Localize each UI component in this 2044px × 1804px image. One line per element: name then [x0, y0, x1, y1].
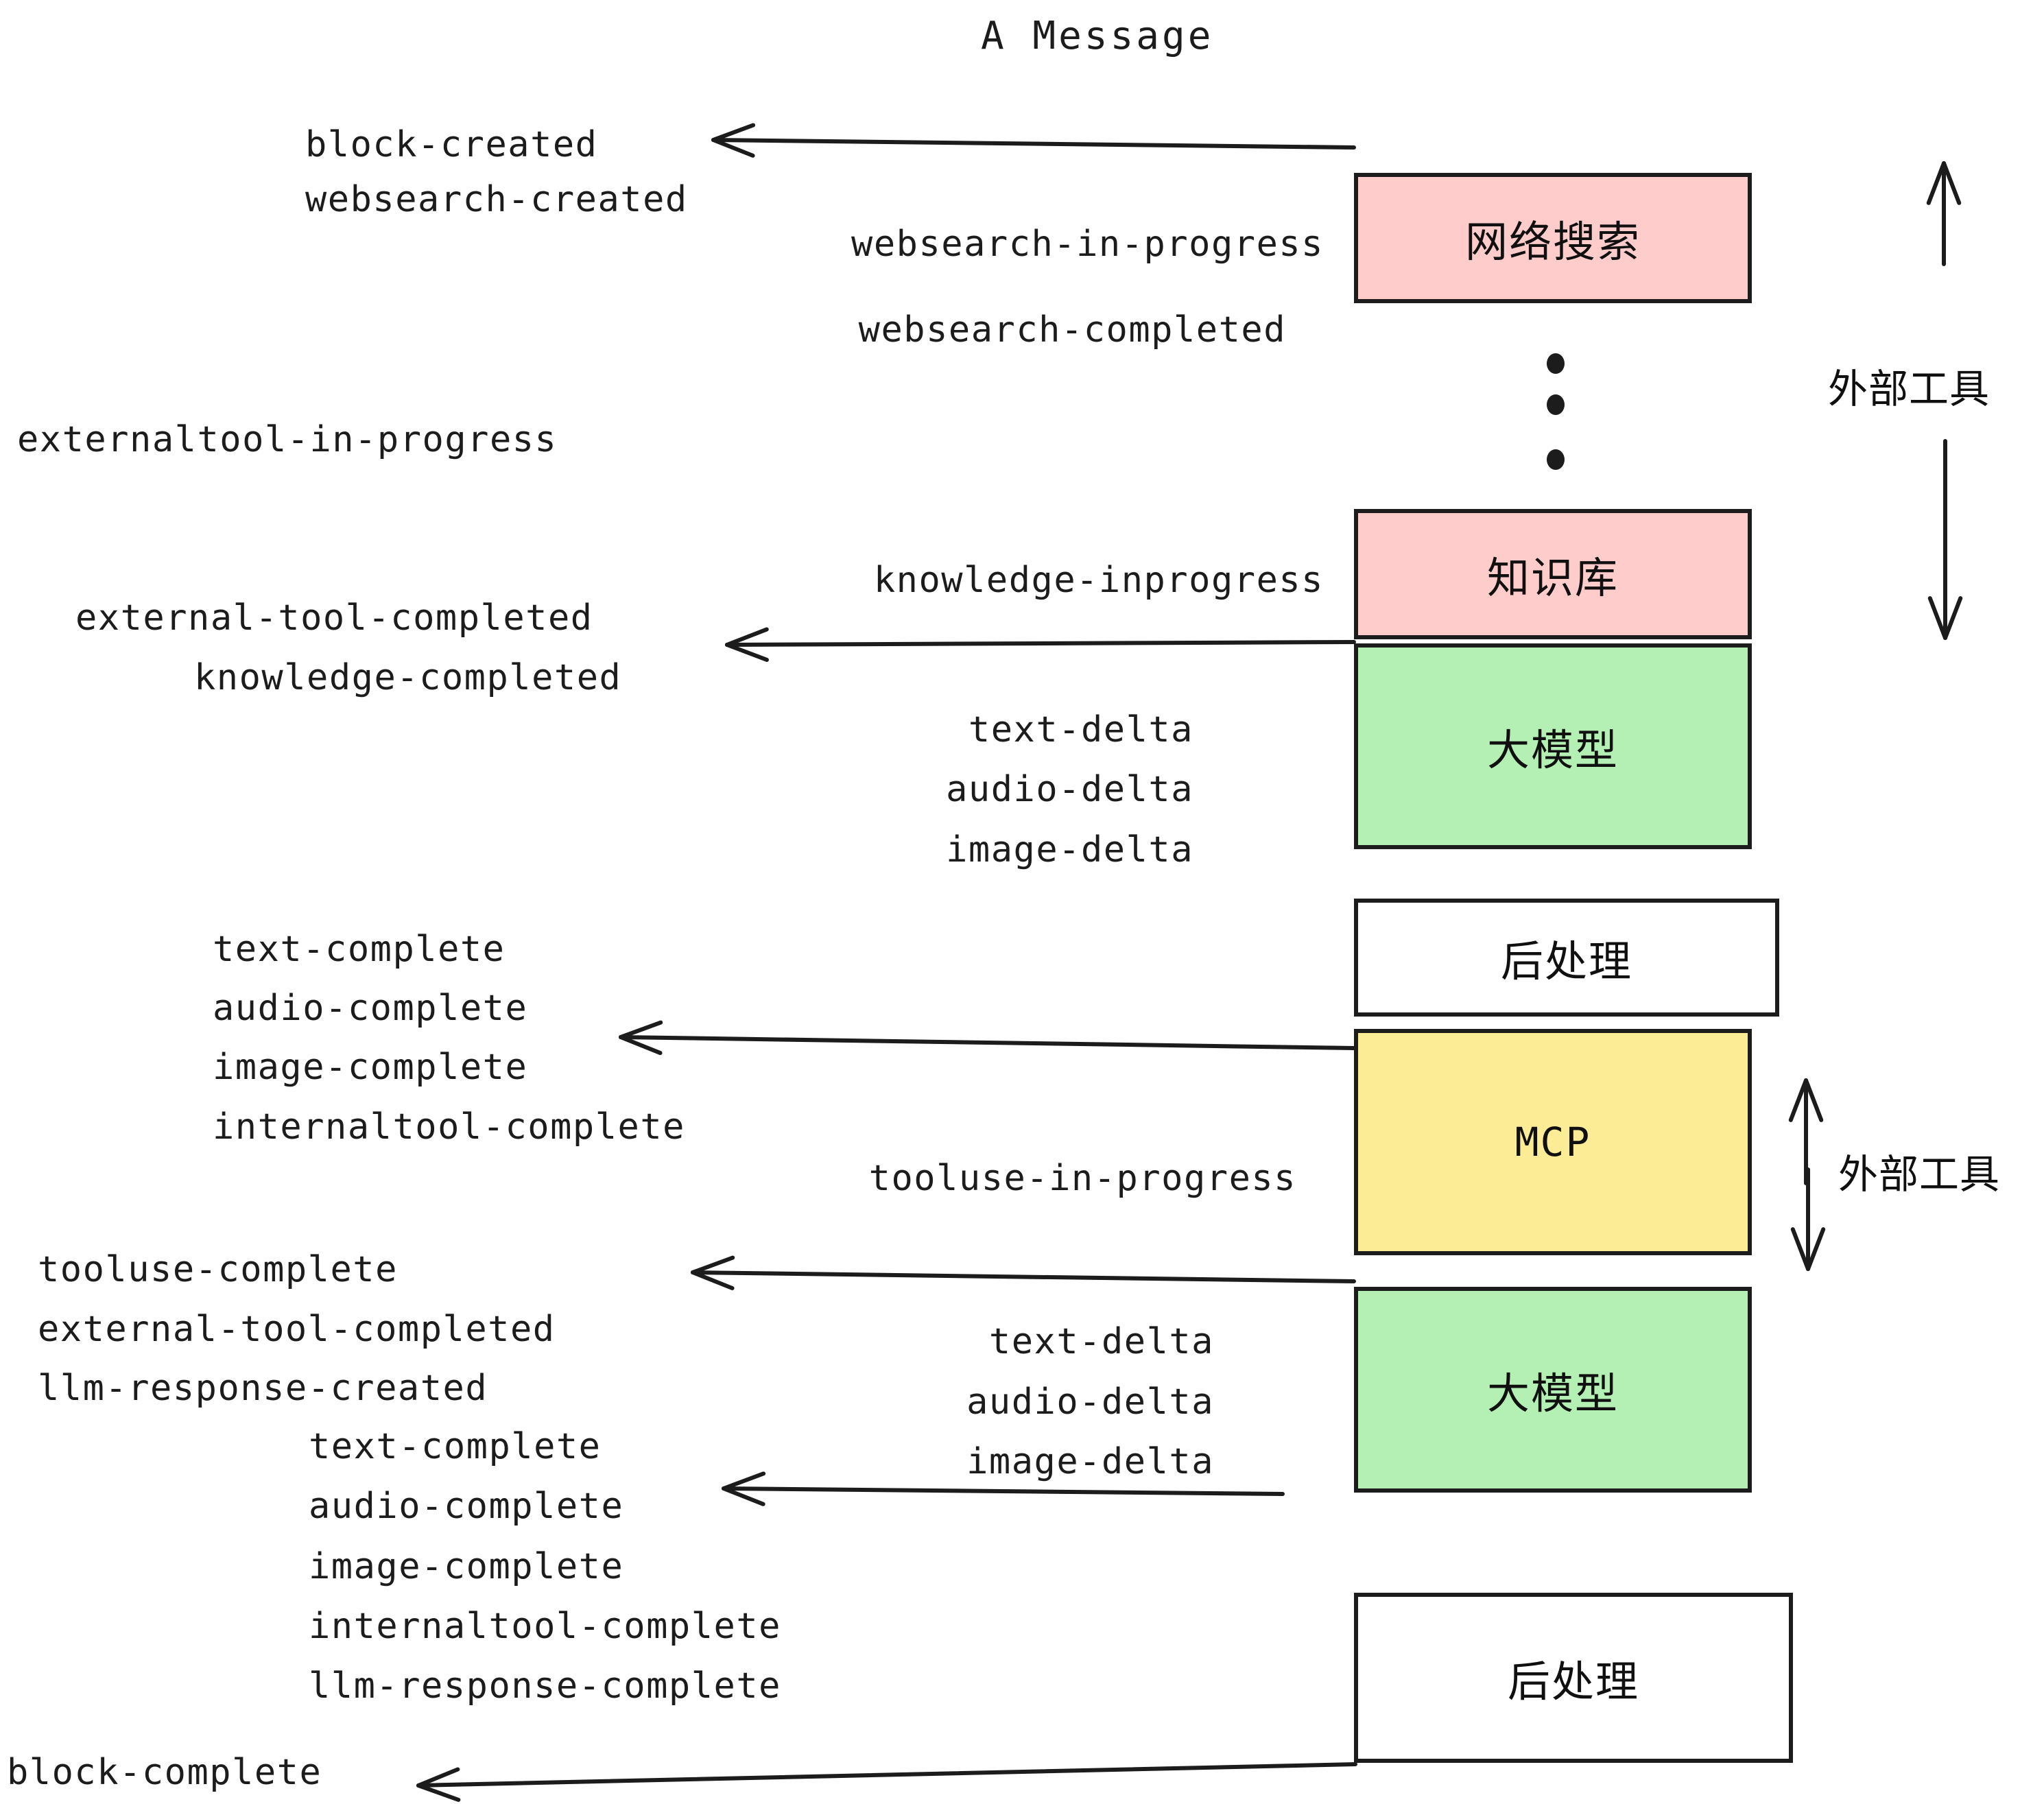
event-label: text-complete: [309, 1426, 602, 1467]
event-label: knowledge-inprogress: [873, 560, 1324, 601]
arrow-audio-complete-head: [722, 1471, 766, 1506]
arrow-block-created: [711, 138, 1356, 150]
ellipsis-dot-icon: [1547, 449, 1565, 470]
node-label: 大模型: [1486, 1368, 1619, 1419]
event-label: internaltool-complete: [309, 1606, 781, 1647]
event-label: audio-delta: [946, 769, 1193, 810]
event-label: llm-response-created: [38, 1368, 488, 1409]
arrow-image-complete-head: [619, 1020, 663, 1056]
node-label: 大模型: [1486, 725, 1619, 775]
group-label-external-tools-bottom: 外部工具: [1838, 1151, 2001, 1198]
node-llm-2: 大模型: [1354, 1287, 1752, 1493]
arrow-image-complete: [619, 1035, 1356, 1050]
event-label: internaltool-complete: [213, 1106, 685, 1148]
arrow-tooluse-done: [691, 1270, 1356, 1283]
event-label: external-tool-completed: [75, 597, 593, 639]
event-label: block-complete: [7, 1752, 322, 1793]
event-label: audio-delta: [966, 1381, 1214, 1423]
event-label: knowledge-completed: [194, 657, 622, 698]
node-postprocess-1: 后处理: [1354, 899, 1779, 1017]
event-label: text-delta: [988, 1321, 1214, 1362]
node-postprocess-2: 后处理: [1354, 1593, 1793, 1763]
event-label: text-complete: [213, 929, 506, 970]
node-label: 网络搜索: [1464, 217, 1641, 267]
group-label-external-tools-top: 外部工具: [1828, 366, 1990, 412]
event-label: websearch-in-progress: [851, 224, 1324, 265]
node-websearch: 网络搜索: [1354, 173, 1752, 303]
event-label: image-complete: [309, 1546, 624, 1587]
event-label: image-complete: [213, 1047, 528, 1088]
node-label: MCP: [1514, 1119, 1591, 1165]
arrow-knowledge-done: [725, 640, 1356, 647]
event-label: websearch-created: [305, 179, 688, 220]
event-label: audio-complete: [213, 988, 528, 1029]
external-tools-bottom-down-head: [1790, 1227, 1826, 1271]
event-label: llm-response-complete: [309, 1665, 781, 1707]
ellipsis-dot-icon: [1547, 353, 1565, 374]
arrow-block-complete: [416, 1762, 1357, 1788]
arrow-tooluse-done-head: [691, 1255, 735, 1290]
ellipsis-dot-icon: [1547, 394, 1565, 415]
arrow-block-created-head: [711, 123, 756, 158]
event-label: tooluse-complete: [38, 1249, 398, 1290]
event-label: audio-complete: [309, 1486, 624, 1527]
external-tools-top-up-head: [1926, 161, 1962, 205]
event-label: externaltool-in-progress: [17, 419, 558, 460]
node-label: 后处理: [1500, 936, 1632, 986]
event-label: image-delta: [946, 829, 1193, 870]
event-label: websearch-completed: [858, 309, 1286, 351]
external-tools-bottom-up-head: [1788, 1078, 1824, 1122]
arrow-audio-complete: [722, 1486, 1285, 1496]
external-tools-top-down-head: [1927, 596, 1963, 640]
event-label: text-delta: [968, 709, 1193, 750]
node-mcp: MCP: [1354, 1029, 1752, 1255]
node-label: 知识库: [1486, 553, 1619, 603]
event-label: tooluse-in-progress: [868, 1158, 1296, 1199]
node-knowledge: 知识库: [1354, 509, 1752, 639]
arrow-block-complete-head: [416, 1767, 461, 1802]
event-label: block-created: [305, 124, 598, 165]
page-title: A Message: [981, 14, 1214, 58]
event-label: external-tool-completed: [38, 1309, 556, 1350]
node-label: 后处理: [1507, 1657, 1639, 1707]
node-llm-1: 大模型: [1354, 643, 1752, 849]
event-label: image-delta: [966, 1441, 1214, 1482]
arrow-knowledge-done-head: [725, 627, 769, 662]
